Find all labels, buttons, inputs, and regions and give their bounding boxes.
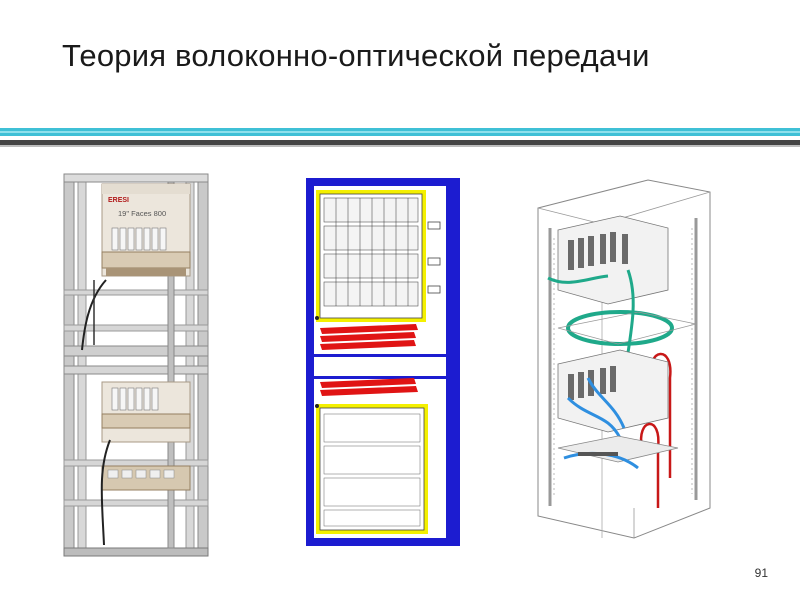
rack-layout-diagram — [306, 178, 460, 546]
cabinet-isometric-drawing — [537, 179, 711, 539]
rack-model-label: 19" Faces 800 — [118, 209, 166, 218]
page-number: 91 — [754, 566, 768, 580]
title-divider — [0, 128, 800, 147]
rack-photo: ERESI 19" Faces 800 — [63, 173, 209, 557]
rack-brand-label: ERESI — [108, 197, 129, 204]
slide-title: Теория волоконно-оптической передачи — [62, 38, 650, 73]
